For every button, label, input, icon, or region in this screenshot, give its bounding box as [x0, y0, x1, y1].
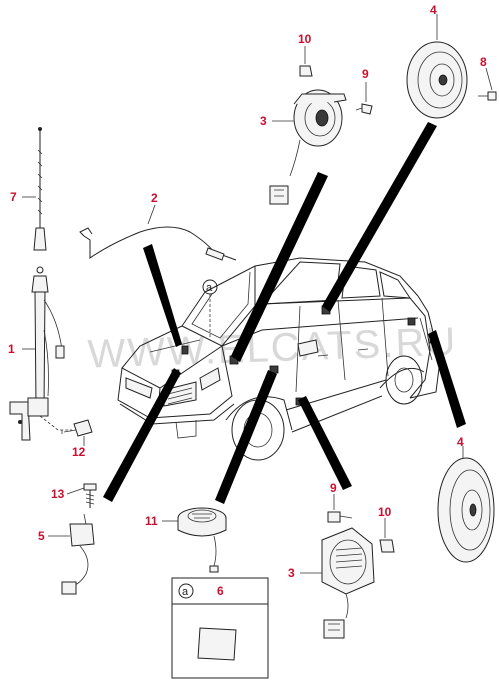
screw-12 [61, 419, 93, 446]
antenna-cable [79, 204, 237, 261]
callout-3-bottom: 3 [288, 566, 295, 580]
vehicle-outline: a [117, 257, 441, 461]
callout-labels: 4 10 8 9 3 7 2 1 4 12 9 13 10 11 5 3 6 [8, 3, 487, 598]
clip-10-bottom [379, 518, 395, 553]
screw-9-top [355, 82, 373, 115]
screw-13 [66, 483, 97, 508]
callout-11: 11 [145, 514, 158, 528]
callout-9-top: 9 [362, 67, 369, 81]
connector-harness-5 [48, 513, 95, 595]
inset-marker: a [182, 586, 189, 598]
tweeter-11 [162, 507, 227, 573]
callout-12: 12 [72, 445, 86, 459]
callout-9-bottom: 9 [330, 481, 337, 495]
antenna-mast [22, 127, 47, 251]
speaker-assembly-bottom [300, 527, 375, 639]
callout-13: 13 [51, 487, 65, 501]
callout-3-top: 3 [260, 114, 267, 128]
speaker-large-top [406, 14, 468, 119]
inset-panel-6: a [171, 577, 269, 679]
speaker-large-bottom [437, 446, 495, 563]
callout-10-bottom: 10 [378, 505, 392, 519]
callout-4-top: 4 [430, 3, 437, 17]
callout-8: 8 [480, 55, 487, 69]
antenna-assembly [9, 266, 72, 441]
callout-5: 5 [38, 529, 45, 543]
callout-7: 7 [10, 190, 17, 204]
location-pointers [103, 122, 466, 504]
callout-6: 6 [217, 584, 224, 598]
screw-9-bottom [327, 494, 353, 523]
clip-10-top [299, 46, 313, 77]
callout-2: 2 [151, 191, 158, 205]
speaker-assembly-top [269, 89, 347, 205]
callout-10-top: 10 [298, 32, 312, 46]
screw-8 [478, 67, 497, 101]
callout-1: 1 [8, 342, 15, 356]
location-marker: a [206, 282, 213, 294]
callout-4-bottom: 4 [457, 435, 464, 449]
